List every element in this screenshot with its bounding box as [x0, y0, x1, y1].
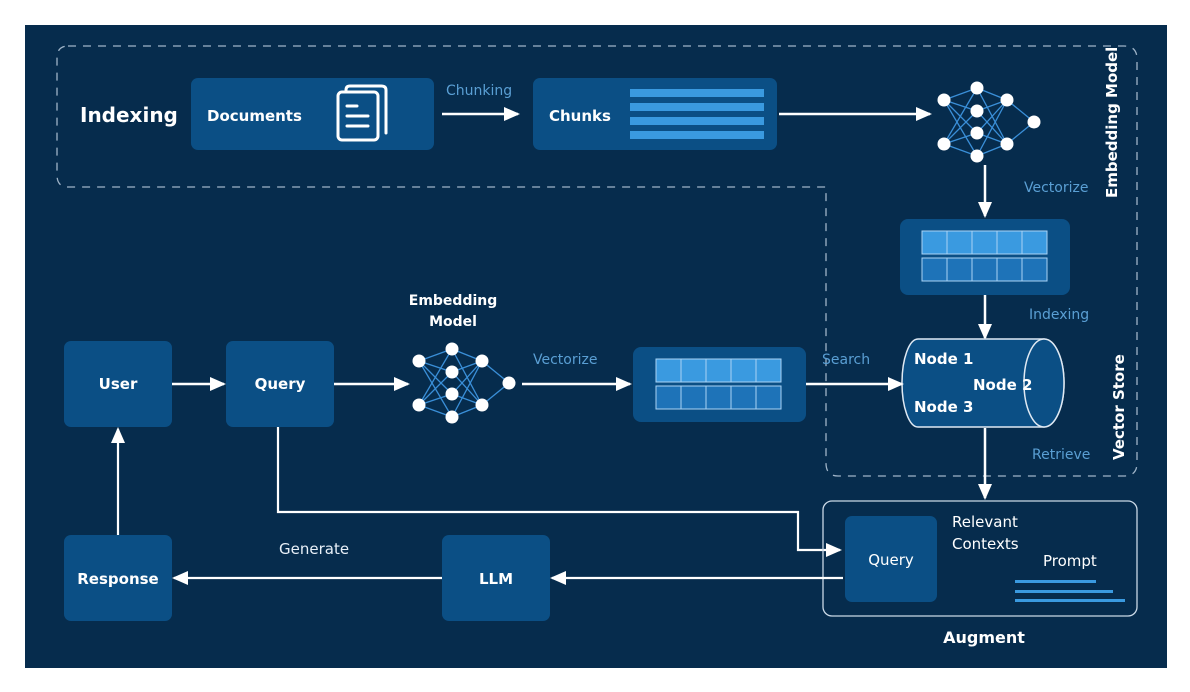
vector-embeddings-box-query[interactable]	[633, 347, 806, 422]
nn-node	[970, 104, 984, 118]
vector-cell	[705, 385, 732, 410]
node-1-label: Node 1	[914, 350, 973, 368]
vector-cell	[921, 230, 948, 255]
nn-node	[970, 149, 984, 163]
nn-node	[937, 137, 951, 151]
nn-edge	[943, 110, 978, 145]
response-label: Response	[77, 570, 158, 588]
nn-edge	[418, 348, 453, 406]
nn-node	[445, 365, 459, 379]
query-box[interactable]: Query	[226, 341, 334, 427]
indexing-title: Indexing	[80, 103, 178, 127]
query-label: Query	[255, 375, 306, 393]
vector-cell	[655, 385, 682, 410]
query-to-augment-connector	[276, 427, 842, 557]
indexing-group-boundary	[56, 45, 1138, 477]
nn-node	[1000, 93, 1014, 107]
response-box[interactable]: Response	[64, 535, 172, 621]
nn-edge	[451, 360, 483, 395]
chunks-box[interactable]: Chunks	[533, 78, 777, 150]
text-lines-icon	[630, 89, 764, 139]
vector-cell	[705, 358, 732, 383]
vector-embeddings-box-top[interactable]	[900, 219, 1070, 295]
embedding-model-label-line2: Model	[429, 314, 477, 330]
nn-node	[1000, 137, 1014, 151]
documents-box[interactable]: Documents	[191, 78, 434, 150]
augment-title: Augment	[943, 628, 1025, 647]
search-label: Search	[822, 352, 870, 368]
vector-store-vertical-label: Vector Store	[1110, 354, 1128, 460]
vector-cell	[680, 358, 707, 383]
nn-node	[502, 376, 516, 390]
augment-query-label: Query	[868, 551, 914, 569]
relevant-contexts-line1: Relevant	[952, 513, 1018, 531]
vector-cell	[755, 358, 782, 383]
node-2-label: Node 2	[973, 376, 1032, 394]
vector-cell	[1021, 230, 1048, 255]
vectorize-label-query: Vectorize	[533, 352, 597, 368]
nn-edge	[976, 99, 1008, 157]
neural-network-icon	[412, 342, 516, 424]
vector-cell	[946, 257, 973, 282]
relevant-contexts-line2: Contexts	[952, 535, 1019, 553]
augment-group: Query Relevant Contexts Prompt	[822, 500, 1138, 617]
nn-node	[1027, 115, 1041, 129]
user-label: User	[99, 375, 138, 393]
vector-cell	[921, 257, 948, 282]
prompt-lines-icon	[1015, 580, 1125, 602]
chunking-label: Chunking	[446, 83, 512, 99]
nn-node	[445, 410, 459, 424]
llm-box[interactable]: LLM	[442, 535, 550, 621]
llm-label: LLM	[479, 570, 513, 588]
vectorize-label-top: Vectorize	[1024, 180, 1088, 196]
retrieve-label: Retrieve	[1032, 447, 1090, 463]
indexing-label-vector: Indexing	[1029, 307, 1089, 323]
vector-cell	[755, 385, 782, 410]
nn-node	[445, 387, 459, 401]
vector-cell	[730, 358, 757, 383]
vector-box-bg	[633, 347, 806, 422]
nn-node	[475, 354, 489, 368]
neural-network-icon	[937, 81, 1041, 163]
chunks-label: Chunks	[549, 107, 611, 125]
augment-query-box[interactable]: Query	[845, 516, 937, 602]
nn-edge	[976, 99, 1008, 134]
vector-box-bg	[900, 219, 1070, 295]
nn-edge	[451, 360, 483, 418]
nn-node	[445, 342, 459, 356]
nn-node	[937, 93, 951, 107]
vector-cell	[680, 385, 707, 410]
documents-label: Documents	[207, 107, 302, 125]
vector-cell	[971, 257, 998, 282]
nn-edge	[418, 371, 453, 406]
node-3-label: Node 3	[914, 398, 973, 416]
prompt-label: Prompt	[1043, 552, 1097, 570]
nn-node	[412, 398, 426, 412]
nn-node	[970, 126, 984, 140]
vector-cell	[971, 230, 998, 255]
vector-cell	[996, 257, 1023, 282]
nn-node	[412, 354, 426, 368]
user-box[interactable]: User	[64, 341, 172, 427]
vector-store-cylinder[interactable]: Node 1 Node 2 Node 3	[901, 338, 1065, 428]
nn-node	[475, 398, 489, 412]
embedding-model-vertical-label: Embedding Model	[1103, 47, 1121, 198]
embedding-model-label-line1: Embedding	[409, 293, 498, 309]
nn-edge	[943, 87, 978, 145]
vector-cell	[655, 358, 682, 383]
vector-cell	[1021, 257, 1048, 282]
generate-label: Generate	[279, 540, 349, 558]
vector-cell	[946, 230, 973, 255]
vector-cell	[730, 385, 757, 410]
nn-node	[970, 81, 984, 95]
documents-icon	[336, 84, 388, 142]
vector-cell	[996, 230, 1023, 255]
